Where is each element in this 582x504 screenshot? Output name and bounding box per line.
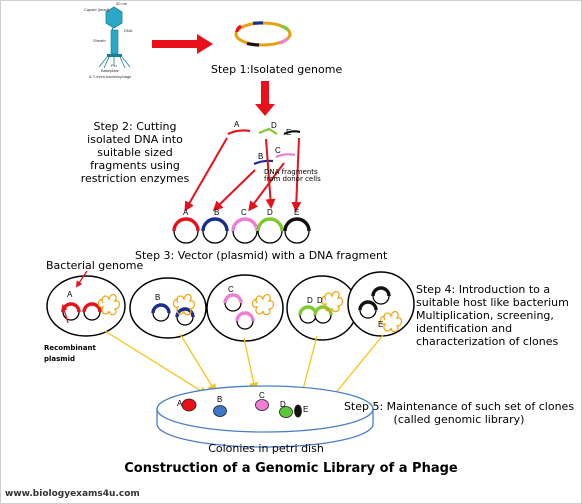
bacterium-2 [129, 277, 207, 339]
colonies [181, 398, 302, 418]
recombinant-plasmid-a [172, 217, 200, 244]
phage-label-sheath: Sheath [93, 38, 106, 43]
step4-label: Step 4: Introduction to a suitable host … [416, 283, 569, 348]
bacteriophage-icon [98, 6, 131, 69]
watermark: www.biologyexams4u.com [5, 489, 140, 499]
recombinant-plasmid-e [283, 217, 311, 244]
bacterium-4 [286, 275, 358, 341]
fragment-letter-d: D [271, 121, 277, 130]
bacterium-letter-e: E [378, 320, 384, 329]
plasmid-row [172, 217, 311, 244]
bacterium-letter-b: B [155, 293, 161, 302]
bacterial-genome-icon [320, 290, 344, 313]
step1-label: Step 1:Isolated genome [211, 63, 343, 76]
plasmid-letter-a: A [183, 208, 189, 217]
fragment-caption: DNA fragments from donor cells [264, 168, 321, 184]
bacterium-1 [46, 275, 126, 337]
bacterium-letter-d2: D [317, 296, 323, 305]
bacterium-3 [206, 274, 284, 342]
fragment-letter-a: A [234, 120, 240, 129]
bacterium-1-plasmid-2 [82, 302, 102, 321]
colony-letter-c: C [259, 391, 265, 400]
colony-d [279, 406, 293, 418]
phage-label-baseplate: Baseplate [101, 68, 119, 73]
bacterium-3-plasmid-2 [235, 311, 255, 330]
plasmid-letter-b: B [214, 208, 220, 217]
step5-label: Step 5: Maintenance of such set of clone… [343, 400, 575, 426]
bacterium-4-plasmid-2 [313, 305, 333, 324]
bacterial-genome-icon [379, 310, 403, 333]
recombinant-plasmid-d [256, 217, 284, 244]
colony-letter-d: D [280, 400, 286, 409]
fragment-letter-b: B [258, 152, 264, 161]
colony-a [181, 398, 197, 412]
colony-e [294, 404, 302, 418]
recombinant-plasmid-c [231, 217, 259, 244]
fragment-letter-c: C [275, 146, 281, 155]
bacterial-genome-label: Bacterial genome [46, 259, 144, 272]
bacterial-genome-icon [172, 293, 196, 316]
colony-letter-a: A [177, 399, 183, 408]
colony-c [255, 399, 269, 411]
step3-label: Step 3: Vector (plasmid) with a DNA frag… [135, 249, 388, 262]
arrow-genome-to-fragments [255, 81, 275, 116]
plasmid-letter-c: C [241, 208, 247, 217]
bacterium-letter-a: A [67, 290, 73, 299]
bacterium-2-plasmid-2 [175, 307, 195, 326]
bacterium-letter-d1: D [307, 296, 313, 305]
label-arrows [61, 270, 88, 324]
colony-letter-b: B [217, 395, 223, 404]
phage-label-dna: DNA [124, 28, 133, 33]
isolated-genome-ring [234, 21, 292, 47]
colony-b [213, 405, 227, 417]
bacterium-letter-c: C [228, 285, 234, 294]
figure-title: Construction of a Genomic Library of a P… [124, 461, 458, 476]
phage-label-name: & T-even bacteriophage [89, 74, 132, 79]
plasmid-letter-e: E [294, 208, 300, 217]
bacterium-5-plasmid-1 [358, 300, 378, 319]
dna-fragments [227, 127, 301, 166]
recombinant-plasmid-label: Recombinant plasmid [44, 344, 96, 364]
bacterium-5 [347, 271, 415, 337]
step2-label: Step 2: Cutting isolated DNA into suitab… [80, 120, 190, 185]
phage-label-size: 50 nm [116, 1, 128, 6]
plasmid-letter-d: D [267, 208, 273, 217]
arrows-fragments-to-plasmids [184, 137, 302, 212]
bacterium-5-plasmid-2 [371, 286, 391, 305]
phage-label-pin: Pin [111, 63, 117, 68]
bacteria-row [46, 271, 415, 342]
bacterium-3-plasmid-1 [223, 293, 243, 312]
colony-letter-e: E [303, 405, 309, 414]
recombinant-plasmid-b [201, 217, 229, 244]
bacterium-2-plasmid-1 [151, 303, 171, 322]
arrow-phage-to-genome [152, 34, 213, 54]
petri-dish-caption: Colonies in petri dish [208, 442, 324, 455]
bacterial-genome-icon [97, 293, 121, 316]
fragment-letter-e: E [286, 128, 292, 137]
bacterial-genome-icon [251, 293, 275, 316]
phage-label-capsid: Capsid (head) [84, 7, 110, 12]
